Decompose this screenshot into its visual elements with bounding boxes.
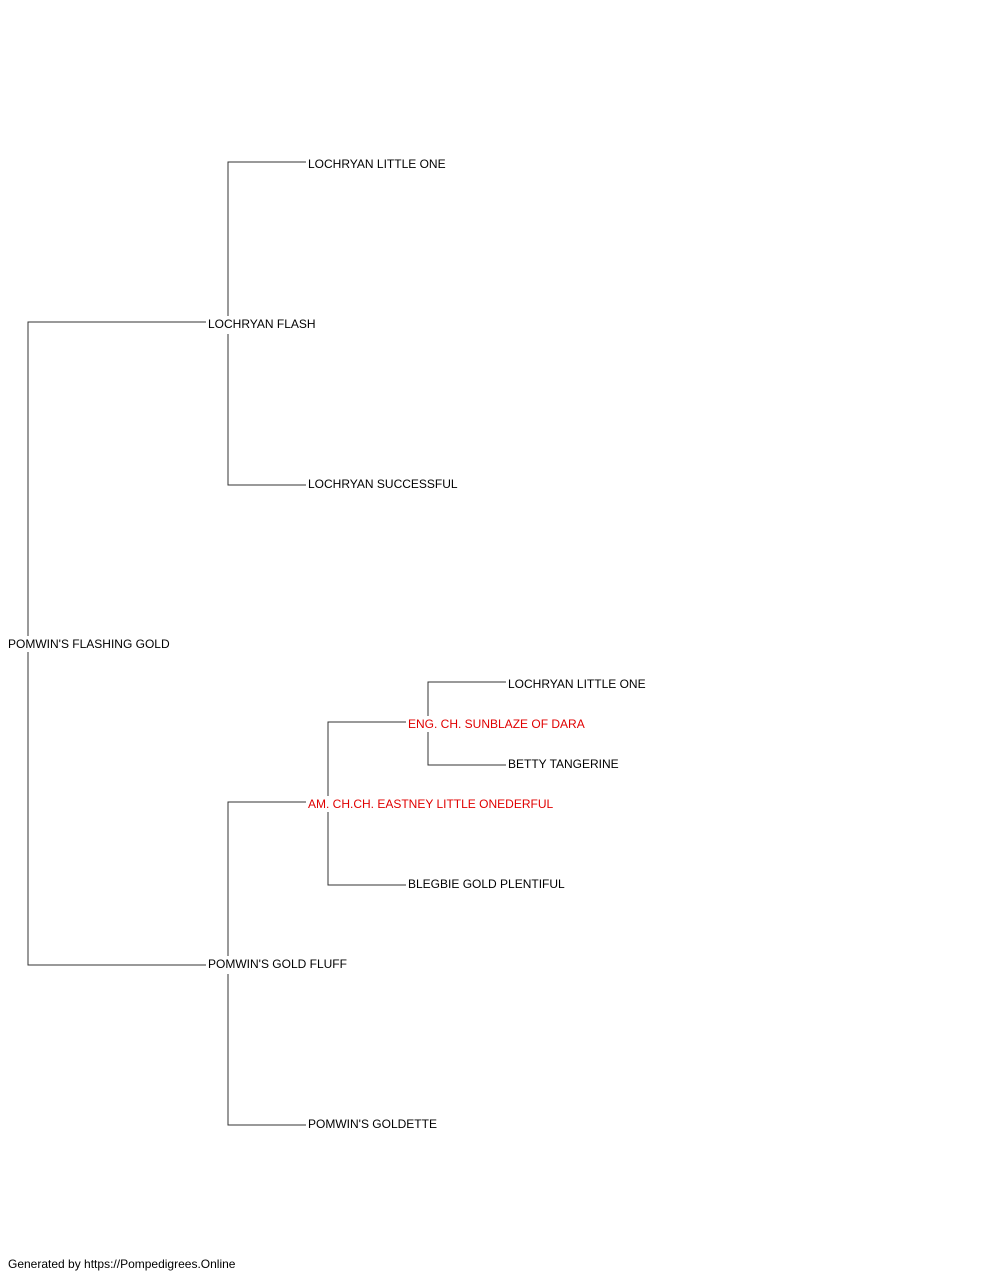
connector-damsire-sire — [327, 721, 406, 796]
connector-subject-sire — [27, 321, 206, 636]
sire-sire-name: LOCHRYAN LITTLE ONE — [308, 157, 446, 171]
connector-sire-sire — [227, 161, 306, 316]
connector-damsiresire-dam — [427, 732, 506, 766]
dam-name: POMWIN'S GOLD FLUFF — [208, 957, 347, 971]
dam-dam-name: POMWIN'S GOLDETTE — [308, 1117, 437, 1131]
sire-dam-name: LOCHRYAN SUCCESSFUL — [308, 477, 458, 491]
dam-sire-sire-dam-name: BETTY TANGERINE — [508, 757, 619, 771]
connector-dam-sire — [227, 801, 306, 956]
subject-dog-name: POMWIN'S FLASHING GOLD — [8, 637, 170, 651]
dam-sire-dam-name: BLEGBIE GOLD PLENTIFUL — [408, 877, 565, 891]
connector-damsiresire-sire — [427, 681, 506, 716]
connector-sire-dam — [227, 334, 306, 486]
dam-sire-sire-name: ENG. CH. SUNBLAZE OF DARA — [408, 717, 585, 731]
sire-name: LOCHRYAN FLASH — [208, 317, 316, 331]
dam-sire-name: AM. CH.CH. EASTNEY LITTLE ONEDERFUL — [308, 797, 554, 811]
connector-subject-dam — [27, 652, 206, 966]
connector-damsire-dam — [327, 812, 406, 886]
generated-by-footer: Generated by https://Pompedigrees.Online — [8, 1257, 236, 1271]
connector-dam-dam — [227, 974, 306, 1126]
dam-sire-sire-sire-name: LOCHRYAN LITTLE ONE — [508, 677, 646, 691]
